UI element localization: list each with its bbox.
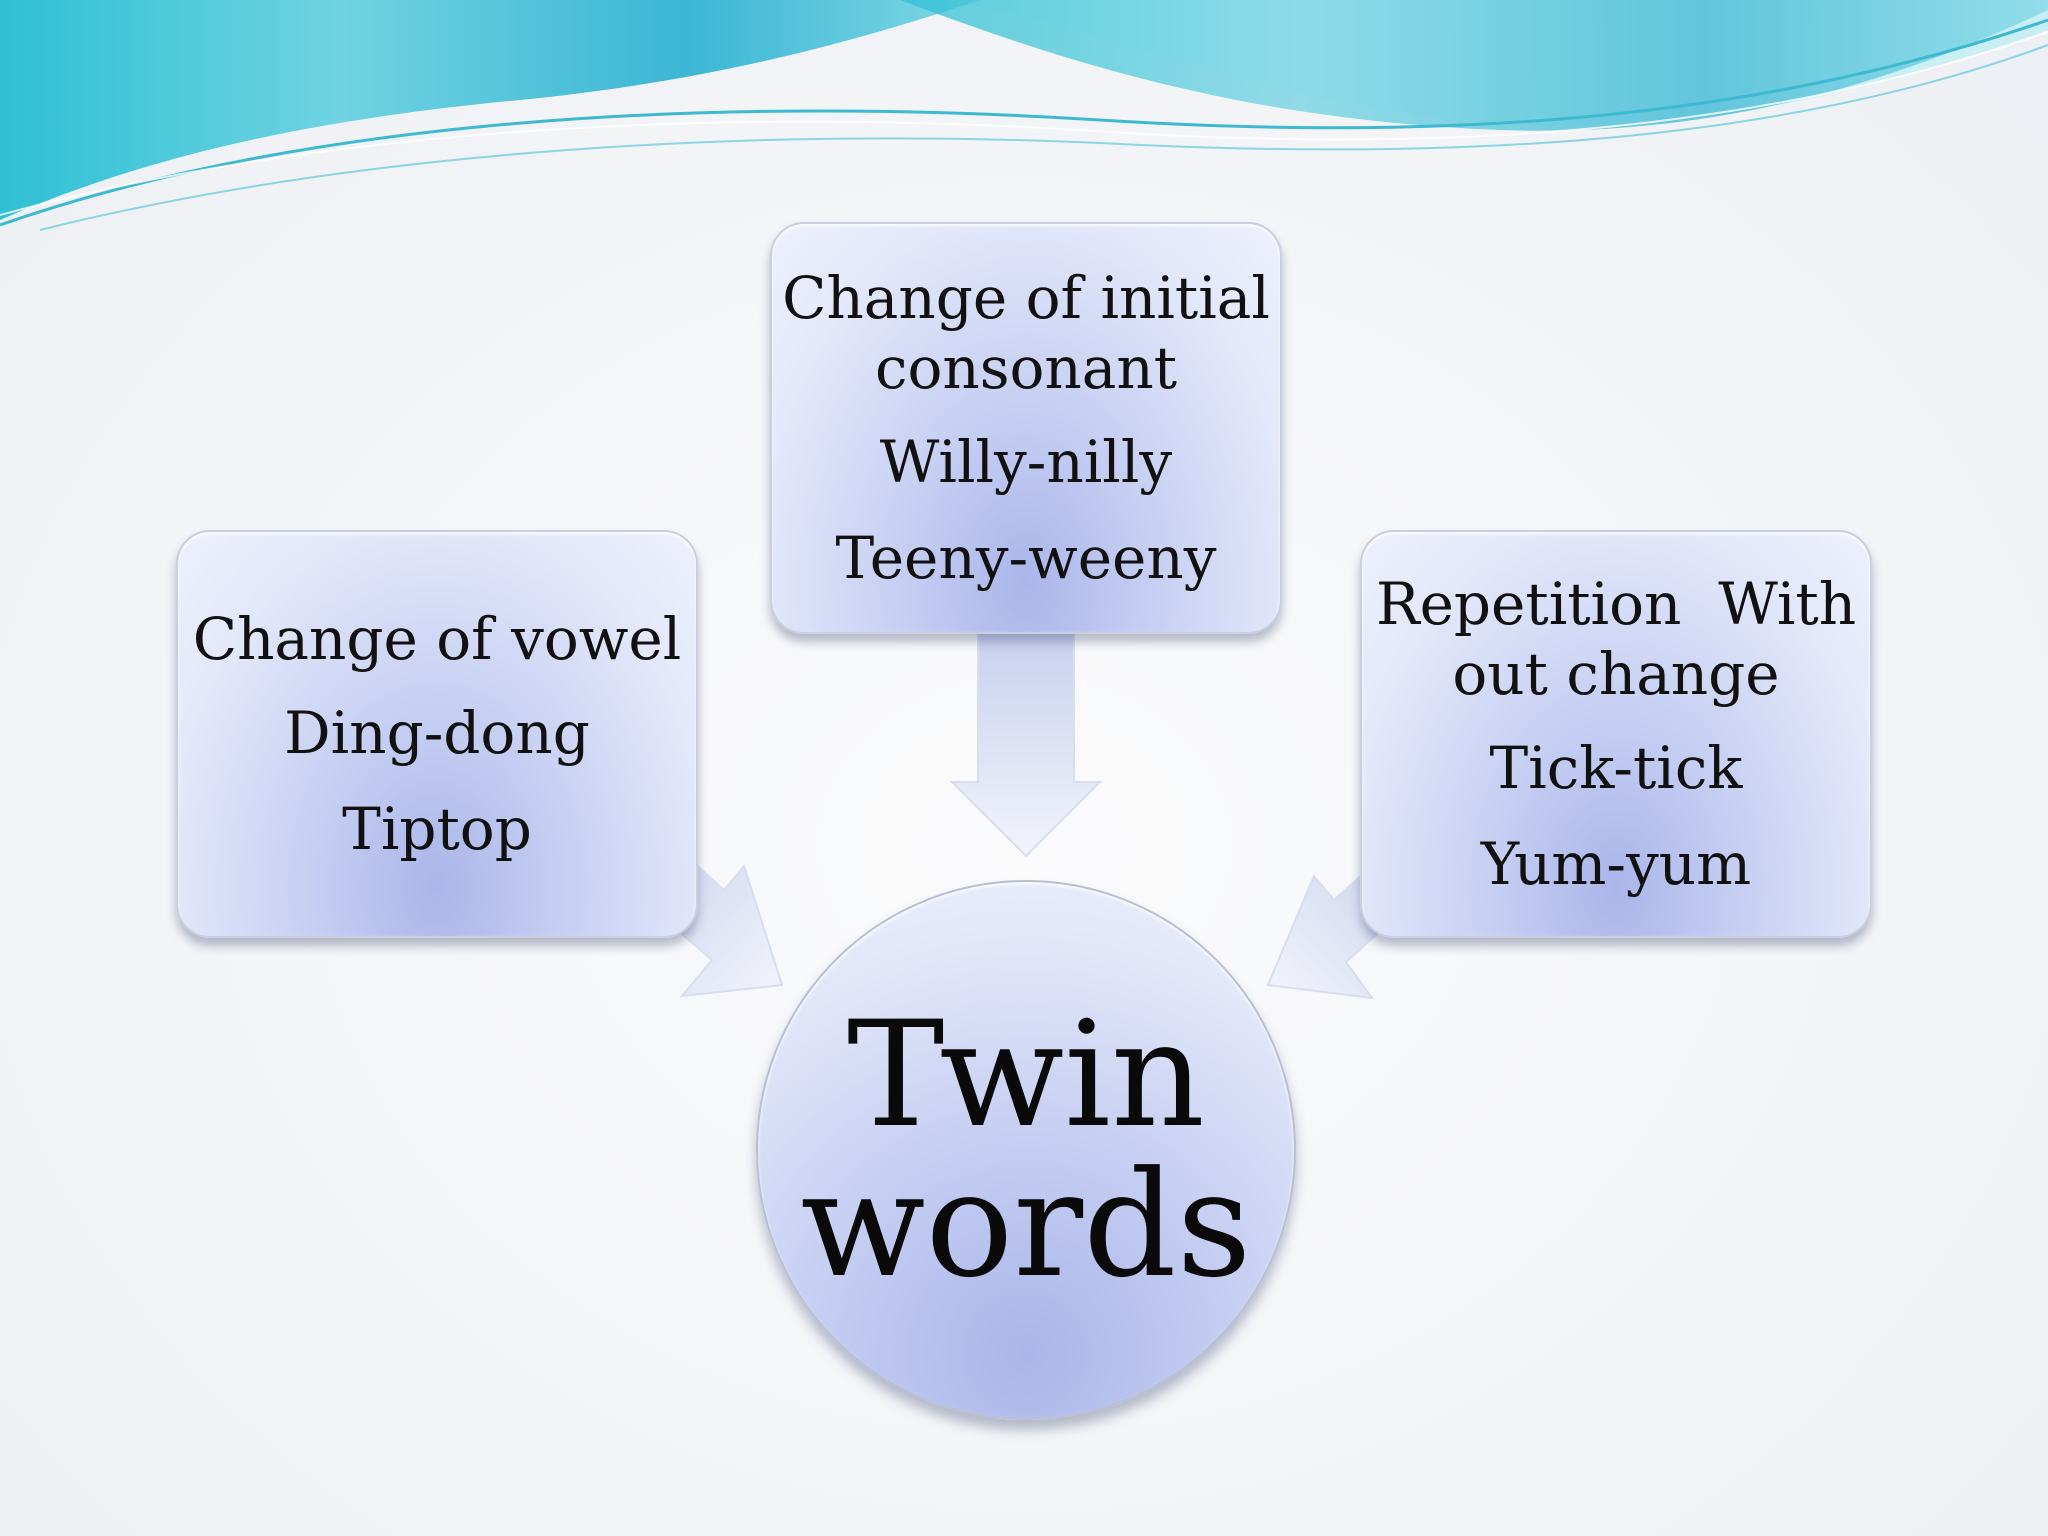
example-word: Teeny-weeny — [835, 524, 1217, 592]
center-circle-twin-words: Twin words — [756, 880, 1296, 1420]
center-title-line: Twin — [847, 990, 1205, 1160]
category-box-change-of-vowel: Change of vowel Ding-dong Tiptop — [176, 530, 698, 938]
category-box-repetition-without-change: Repetition With out change Tick-tick Yum… — [1360, 530, 1872, 938]
example-word: Tick-tick — [1489, 734, 1743, 802]
example-word: Ding-dong — [284, 699, 590, 767]
category-heading: Change of vowel — [192, 605, 682, 673]
category-box-change-of-initial-consonant: Change of initial consonant Willy-nilly … — [770, 222, 1282, 634]
category-heading: Repetition With out change — [1375, 570, 1875, 708]
category-heading: Change of initial consonant — [782, 264, 1270, 402]
arrow-top-to-center — [949, 631, 1103, 858]
header-wave-decoration — [0, 0, 2048, 231]
example-word: Willy-nilly — [879, 428, 1173, 496]
example-word: Yum-yum — [1480, 830, 1752, 898]
example-word: Tiptop — [342, 795, 532, 863]
center-title-line: words — [800, 1140, 1252, 1310]
